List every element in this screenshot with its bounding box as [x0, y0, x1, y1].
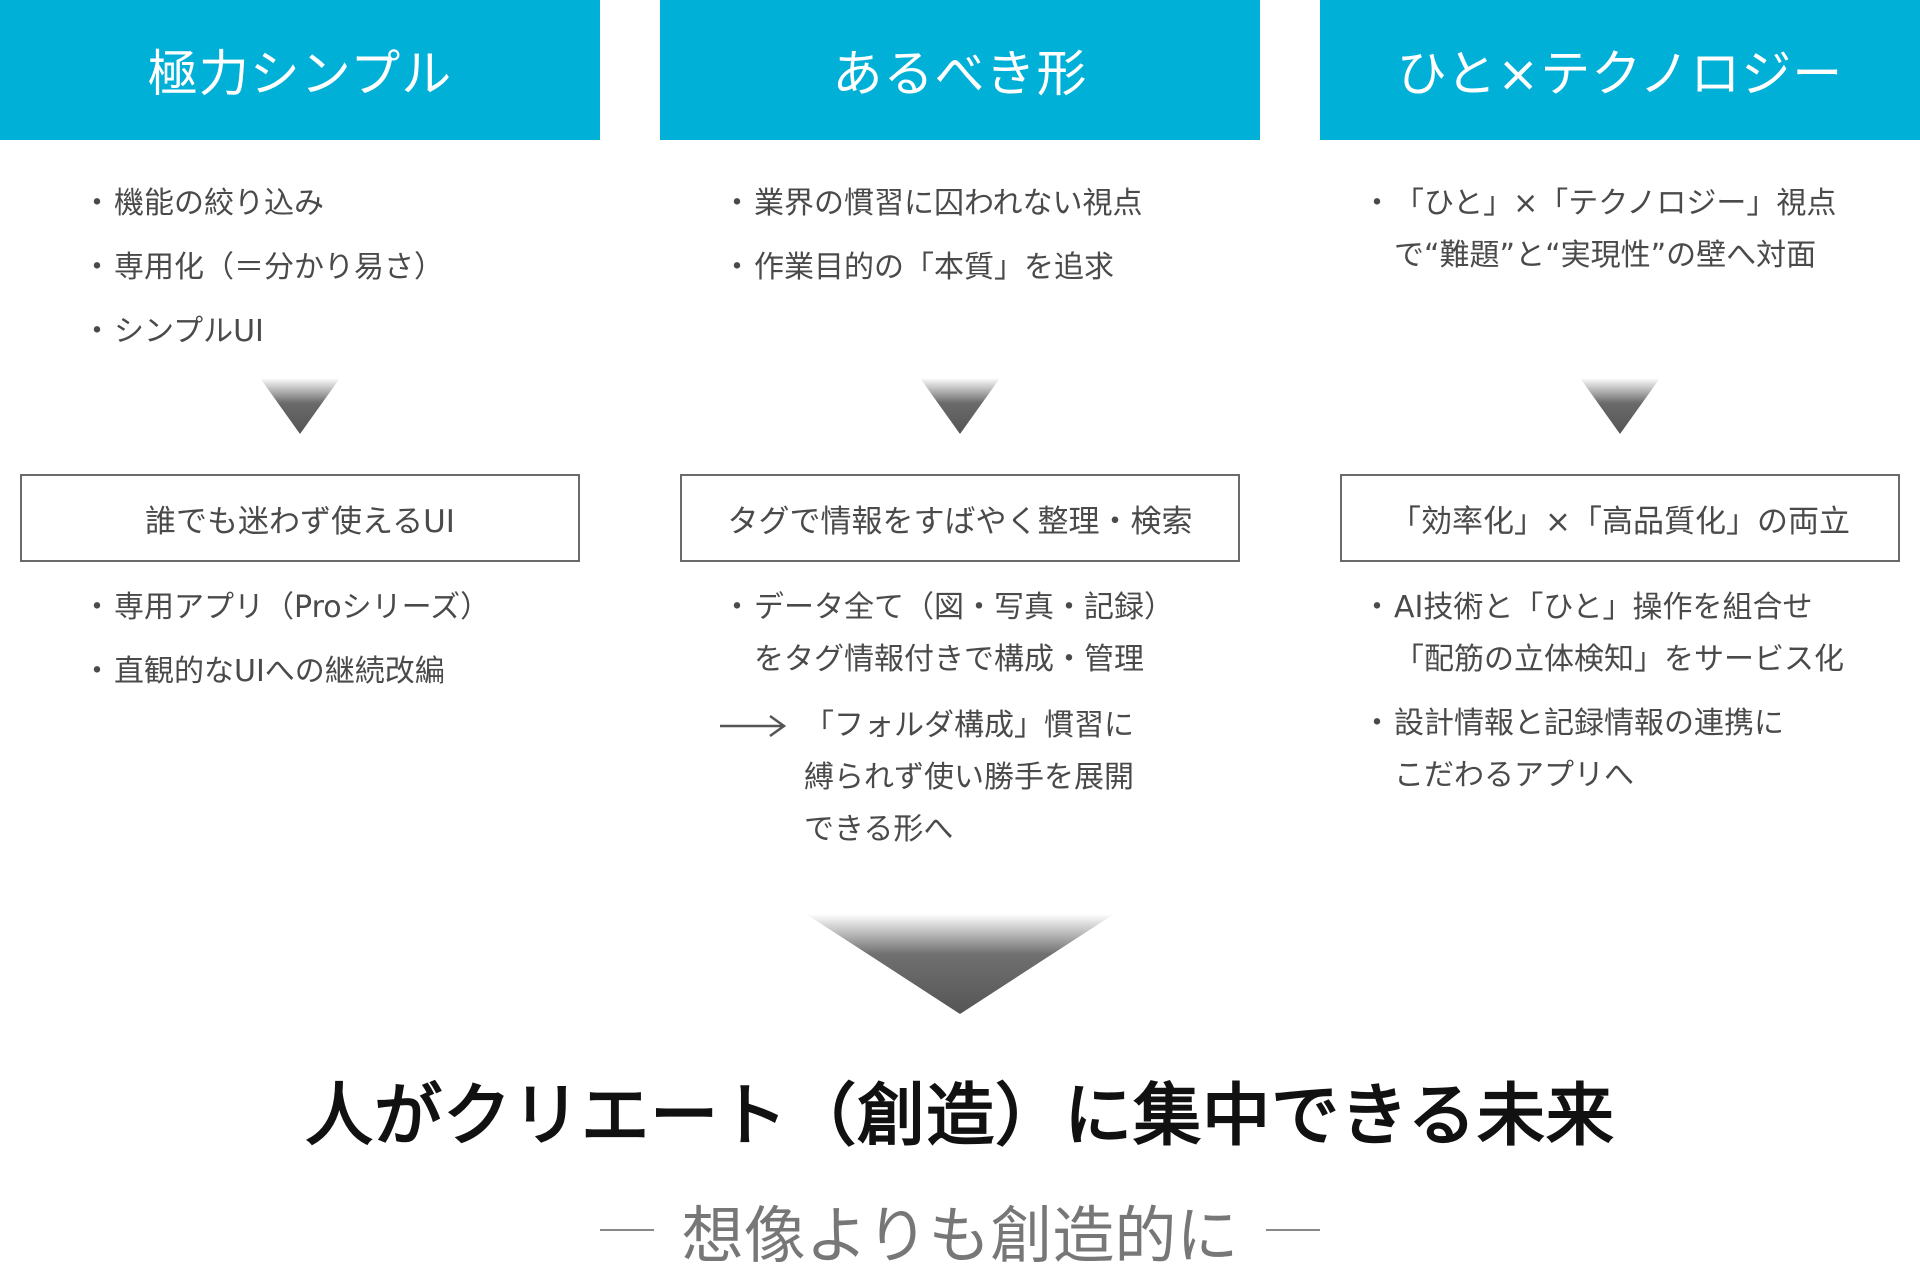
- result-box: 「効率化」×「高品質化」の両立: [1340, 474, 1900, 562]
- result-box: タグで情報をすばやく整理・検索: [680, 474, 1240, 562]
- column-1-bullets: 機能の絞り込み 専用化（＝分かり易さ） シンプルUI: [82, 178, 444, 370]
- note-line: できる形へ: [804, 812, 954, 847]
- column-header: あるべき形: [660, 0, 1260, 140]
- large-down-triangle-icon: [806, 914, 1114, 1014]
- down-triangle-icon: [260, 378, 340, 434]
- detail-line: 設計情報と記録情報の連携に: [1394, 706, 1784, 741]
- result-box: 誰でも迷わず使えるUI: [20, 474, 580, 562]
- detail-item: 専用アプリ（Proシリーズ）: [82, 582, 490, 634]
- note-line: 「フォルダ構成」慣習に: [804, 708, 1134, 743]
- arrow-note: 「フォルダ構成」慣習に 縛られず使い勝手を展開 できる形へ: [718, 700, 1134, 856]
- detail-line: をタグ情報付きで構成・管理: [754, 642, 1144, 677]
- detail-item: 設計情報と記録情報の連携に こだわるアプリへ: [1362, 698, 1844, 802]
- detail-line: データ全て（図・写真・記録）: [754, 590, 1174, 625]
- detail-line: こだわるアプリへ: [1394, 758, 1634, 793]
- bullet-item: 作業目的の「本質」を追求: [722, 242, 1143, 294]
- conclusion-title: 人がクリエート（創造）に集中できる未来: [305, 1077, 1615, 1156]
- detail-item: データ全て（図・写真・記録） をタグ情報付きで構成・管理: [722, 582, 1174, 686]
- column-2-details: データ全て（図・写真・記録） をタグ情報付きで構成・管理: [722, 582, 1174, 698]
- subtitle-text: 想像よりも創造的に: [681, 1199, 1239, 1272]
- column-header: ひと×テクノロジー: [1320, 0, 1920, 140]
- down-triangle-icon: [920, 378, 1000, 434]
- detail-line: 「配筋の立体検知」をサービス化: [1394, 642, 1844, 677]
- down-triangle-icon: [1580, 378, 1660, 434]
- column-human-technology: ひと×テクノロジー: [1320, 0, 1920, 140]
- detail-line: AI技術と「ひと」操作を組合せ: [1394, 590, 1813, 625]
- note-line: 縛られず使い勝手を展開: [804, 760, 1134, 795]
- column-3-details: AI技術と「ひと」操作を組合せ 「配筋の立体検知」をサービス化 設計情報と記録情…: [1362, 582, 1844, 814]
- bullet-item: 機能の絞り込み: [82, 178, 444, 230]
- column-header: 極力シンプル: [0, 0, 600, 140]
- arrow-note-text: 「フォルダ構成」慣習に 縛られず使い勝手を展開 できる形へ: [804, 700, 1134, 856]
- bullet-item: 「ひと」×「テクノロジー」視点 で“難題”と“実現性”の壁へ対面: [1362, 178, 1837, 282]
- bullet-line: 「ひと」×「テクノロジー」視点: [1394, 186, 1837, 221]
- detail-item: AI技術と「ひと」操作を組合せ 「配筋の立体検知」をサービス化: [1362, 582, 1844, 686]
- column-1-details: 専用アプリ（Proシリーズ） 直観的なUIへの継続改編: [82, 582, 490, 710]
- detail-item: 直観的なUIへの継続改編: [82, 646, 490, 698]
- column-simple: 極力シンプル: [0, 0, 600, 140]
- column-3-bullets: 「ひと」×「テクノロジー」視点 で“難題”と“実現性”の壁へ対面: [1362, 178, 1837, 294]
- dash-right: [1266, 1229, 1321, 1231]
- right-arrow-icon: [720, 714, 787, 738]
- bullet-item: シンプルUI: [82, 306, 444, 358]
- column-ideal-form: あるべき形: [660, 0, 1260, 140]
- conclusion-subtitle: 想像よりも創造的に: [0, 1185, 1920, 1275]
- bullet-item: 業界の慣習に囚われない視点: [722, 178, 1142, 230]
- dash-left: [599, 1229, 654, 1231]
- column-2-bullets: 業界の慣習に囚われない視点 作業目的の「本質」を追求: [722, 178, 1143, 306]
- bullet-item: 専用化（＝分かり易さ）: [82, 242, 444, 294]
- bullet-line: で“難題”と“実現性”の壁へ対面: [1394, 238, 1817, 273]
